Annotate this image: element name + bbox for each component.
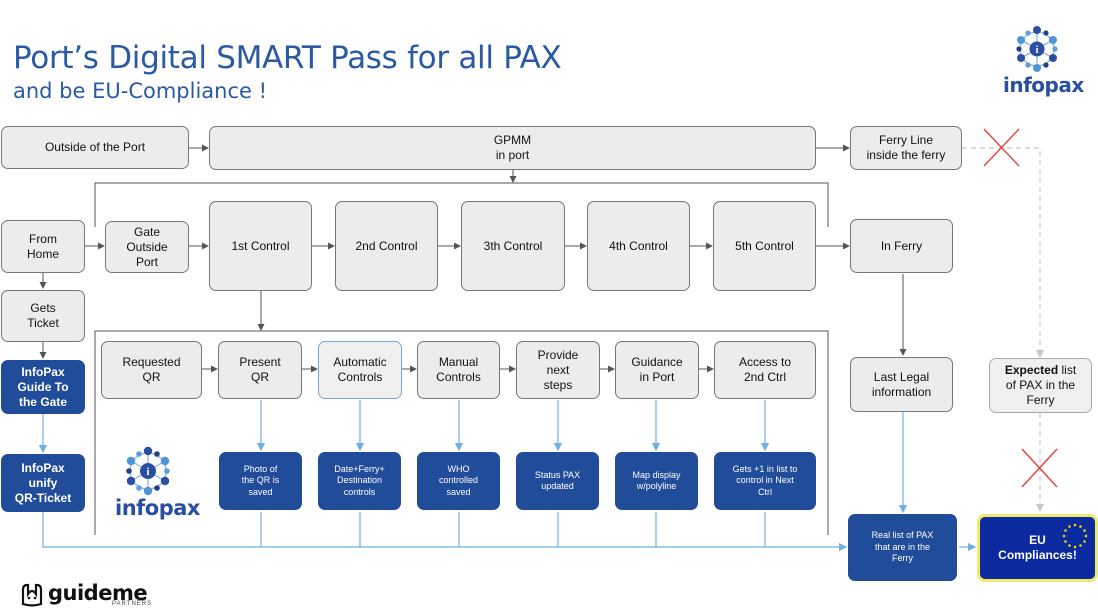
expected-rest: list of PAX in the Ferry	[1005, 363, 1077, 407]
guideme-logo-text: guideme	[48, 581, 148, 605]
infopax-logo-icon-2: i	[126, 446, 170, 496]
step-present-qr: Present QR	[218, 341, 302, 399]
infopax-unify-box: InfoPax unify QR-Ticket	[1, 454, 85, 512]
detail-status-pax: Status PAX updated	[516, 452, 599, 510]
control-3-box: 3th Control	[461, 201, 565, 291]
step-provide-next: Provide next steps	[516, 341, 600, 399]
control-1-box: 1st Control	[209, 201, 312, 291]
in-ferry-box: In Ferry	[850, 219, 953, 273]
infopax-logo-text-2: infopax	[115, 496, 200, 520]
step-requested-qr: Requested QR	[101, 341, 202, 399]
guideme-logo-icon	[21, 583, 43, 607]
svg-text:i: i	[1036, 45, 1039, 56]
step-guidance: Guidance in Port	[615, 341, 699, 399]
page-subtitle: and be EU-Compliance !	[13, 79, 268, 103]
detail-map-display: Map display w/polyline	[615, 452, 698, 510]
gate-outside-box: Gate Outside Port	[105, 221, 189, 273]
page-title: Port’s Digital SMART Pass for all PAX	[13, 40, 562, 76]
real-list-box: Real list of PAX that are in the Ferry	[848, 514, 957, 581]
from-home-box: From Home	[1, 220, 85, 273]
eu-compliance-box: EU Compliances!	[977, 514, 1098, 582]
expected-bold: Expected	[1004, 363, 1059, 377]
eu-compliance-text: EU Compliances!	[998, 533, 1077, 562]
step-automatic-controls: Automatic Controls	[318, 341, 402, 399]
guideme-partners-text: PARTNERS	[112, 601, 153, 607]
step-access-2nd: Access to 2nd Ctrl	[714, 341, 816, 399]
control-5-box: 5th Control	[713, 201, 816, 291]
last-legal-box: Last Legal information	[850, 357, 953, 412]
expected-list-box: Expected list of PAX in the Ferry	[989, 358, 1092, 413]
infopax-guide-box: InfoPax Guide To the Gate	[1, 360, 85, 414]
control-2-box: 2nd Control	[335, 201, 438, 291]
svg-text:i: i	[146, 466, 149, 478]
ferry-line-box: Ferry Line inside the ferry	[850, 126, 962, 170]
outside-port-box: Outside of the Port	[1, 126, 189, 169]
cross-icon	[983, 128, 1058, 488]
detail-who-controlled: WHO controlled saved	[417, 452, 500, 510]
infopax-logo-icon: i	[1016, 26, 1058, 72]
gets-ticket-box: Gets Ticket	[1, 290, 85, 342]
eu-stars-icon	[1062, 523, 1088, 549]
gpmm-box: GPMM in port	[209, 126, 816, 170]
infopax-logo-text: infopax	[1003, 73, 1084, 97]
detail-date-ferry: Date+Ferry+ Destination controls	[318, 452, 401, 510]
detail-gets-plus-one: Gets +1 in list to control in Next Ctrl	[714, 452, 816, 510]
step-manual-controls: Manual Controls	[417, 341, 500, 399]
detail-photo-qr: Photo of the QR is saved	[219, 452, 302, 510]
control-4-box: 4th Control	[587, 201, 690, 291]
